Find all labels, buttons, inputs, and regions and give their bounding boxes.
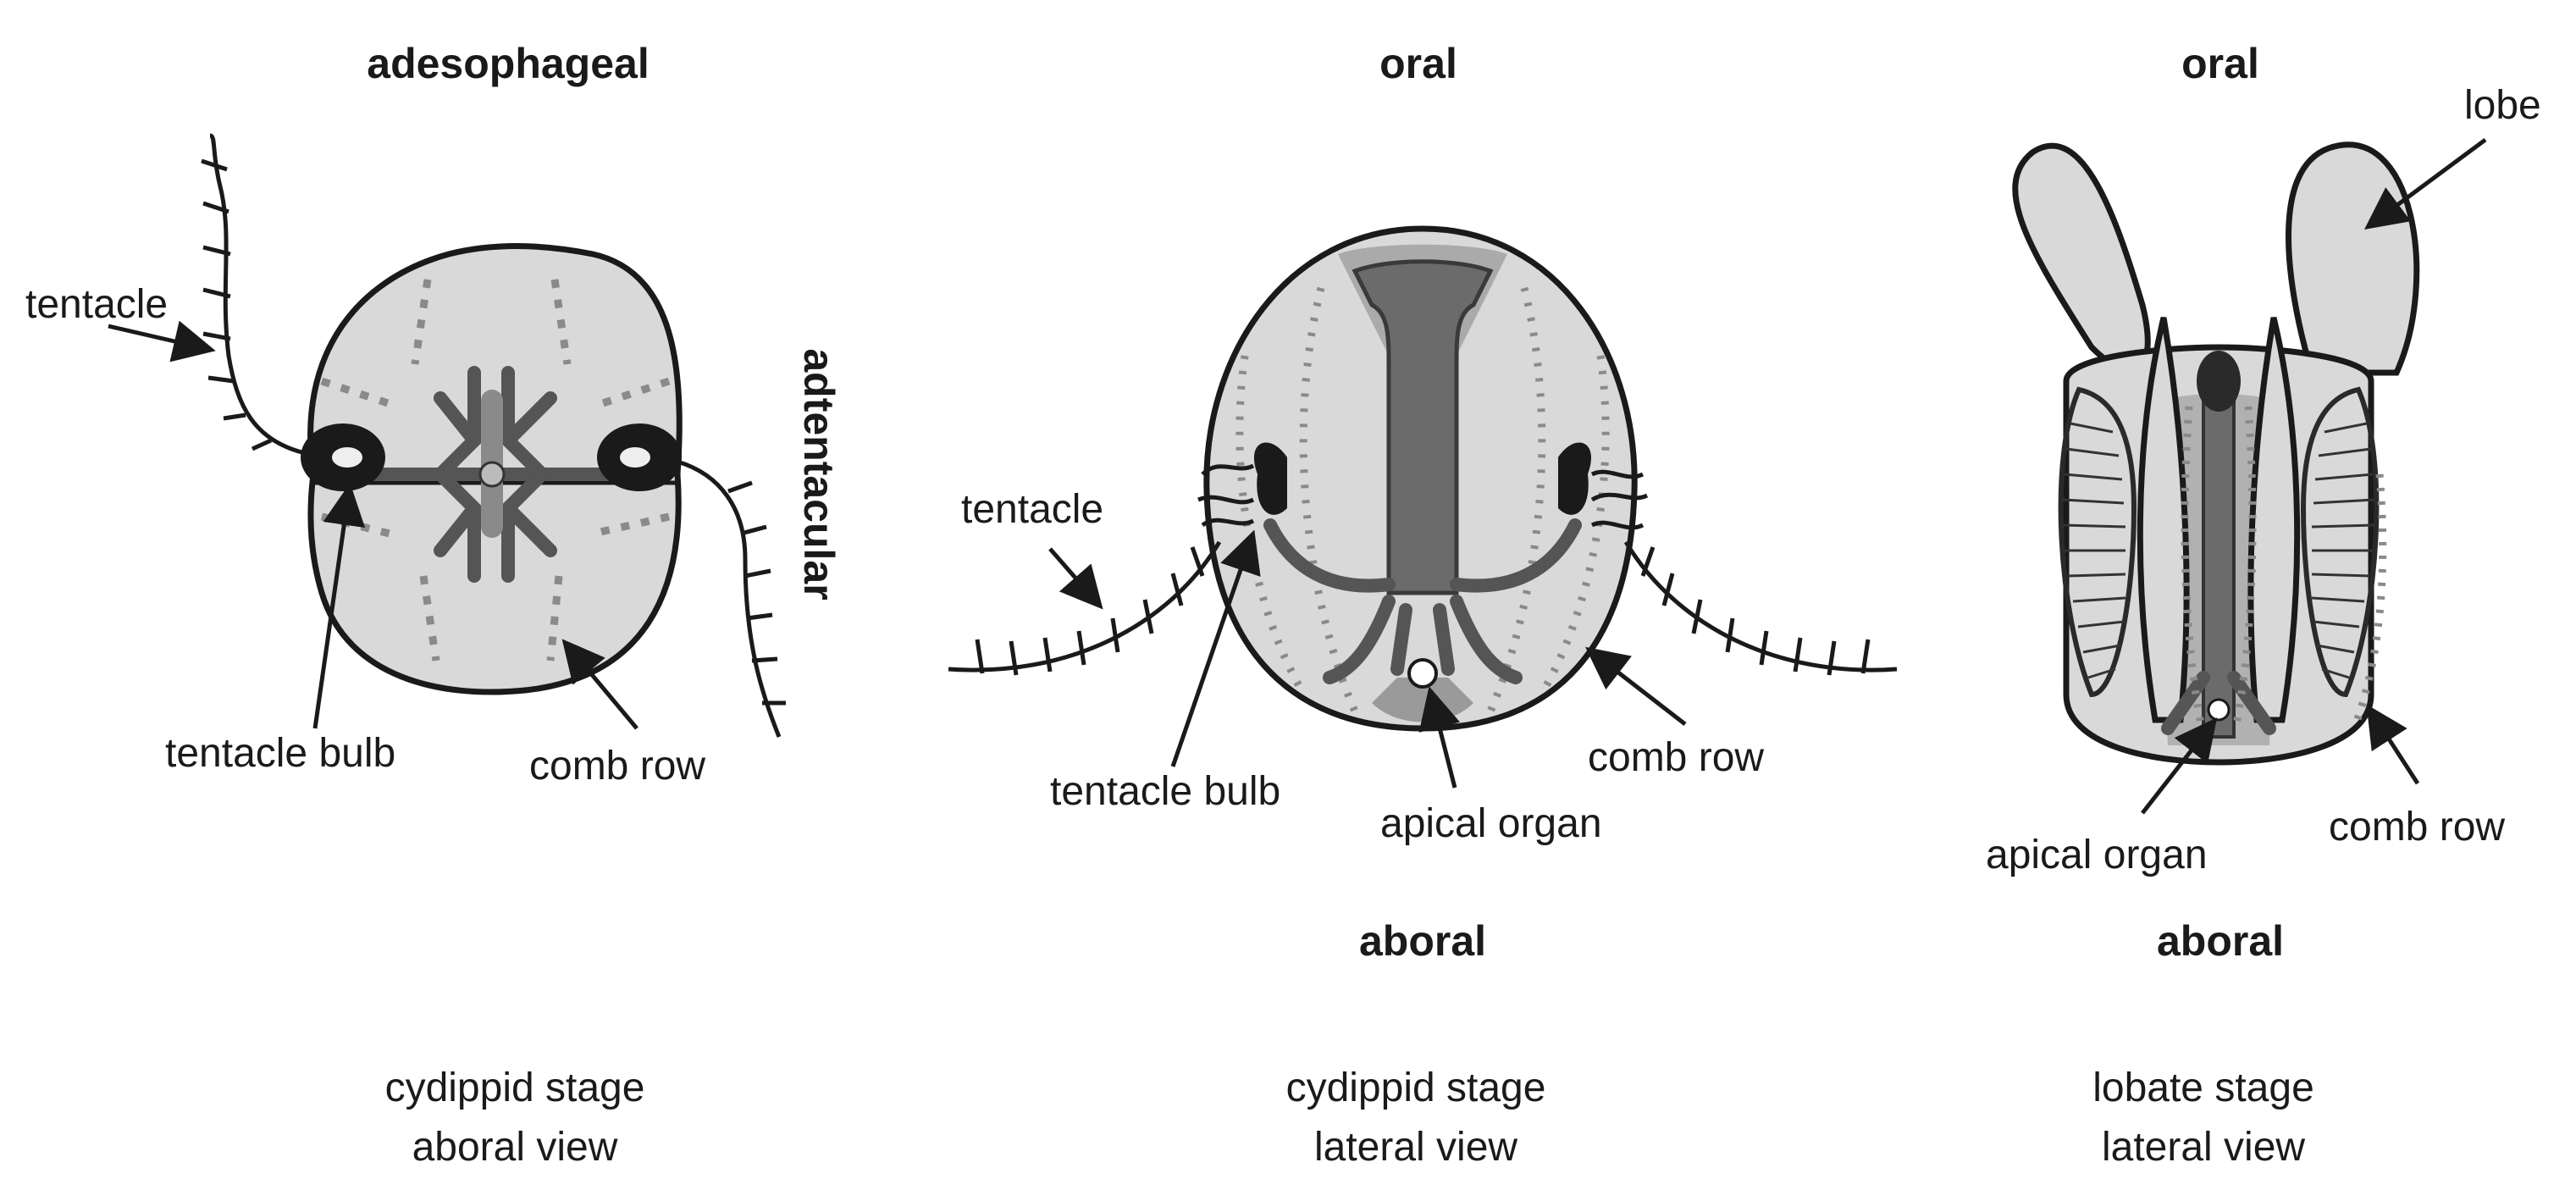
arrow-lobe xyxy=(2363,137,2487,230)
gastrovascular-canals xyxy=(2161,351,2276,739)
tentacle-right xyxy=(677,459,782,738)
comb-rows xyxy=(320,279,671,661)
tentacle-sheath-left xyxy=(1197,463,1255,528)
lobe-right xyxy=(2286,141,2420,376)
arrow-comb-row xyxy=(561,639,638,730)
panel-lobate-lateral: oral aboral xyxy=(1986,40,2541,1170)
caption-line-2: lateral view xyxy=(2102,1125,2305,1170)
callout-tentacle: tentacle xyxy=(25,282,168,327)
callout-apical-organ: apical organ xyxy=(1380,801,1602,846)
auricle-left xyxy=(2058,386,2137,698)
callout-comb-row: comb row xyxy=(529,744,705,789)
axis-label-oral: oral xyxy=(1379,40,1457,87)
arrow-tentacle-bulb xyxy=(1170,529,1261,767)
arrow-comb-row xyxy=(1585,646,1687,726)
caption-line-1: cydippid stage xyxy=(385,1065,645,1110)
tentacle-right xyxy=(1623,540,1898,672)
caption-line-1: cydippid stage xyxy=(1286,1065,1546,1110)
arrow-tentacle xyxy=(1048,547,1103,610)
tentacle-left xyxy=(948,540,1222,672)
axis-label-oral: oral xyxy=(2181,40,2259,87)
tentacle-bulb-right xyxy=(1558,442,1592,515)
arrow-comb-row xyxy=(2366,704,2420,785)
arrow-apical-organ xyxy=(1418,686,1461,789)
gastrovascular-canals xyxy=(349,366,650,583)
gastrovascular-canals xyxy=(1263,259,1582,689)
caption-line-1: lobate stage xyxy=(2092,1065,2314,1110)
panel-cydippid-lateral: oral aboral xyxy=(948,40,1898,1170)
caption-line-2: aboral view xyxy=(412,1125,618,1170)
lobe-left xyxy=(2012,142,2151,374)
axis-label-aboral: aboral xyxy=(2157,917,2284,965)
callout-tentacle-bulb: tentacle bulb xyxy=(165,731,395,776)
tentacle-left-filaments xyxy=(975,546,1205,676)
comb-rows xyxy=(2181,406,2387,730)
inner-lobe-left xyxy=(2137,317,2190,723)
callout-tentacle: tentacle xyxy=(961,487,1103,532)
arrow-tentacle xyxy=(108,320,216,363)
inner-lobe-right xyxy=(2247,317,2301,723)
comb-rows xyxy=(1235,286,1610,713)
tentacle-bulb-left xyxy=(1253,442,1287,515)
axis-label-aboral: aboral xyxy=(1359,917,1486,965)
callout-apical-organ: apical organ xyxy=(1986,833,2208,877)
tentacle-left xyxy=(209,133,306,456)
callout-lobe: lobe xyxy=(2464,83,2541,128)
tentacle-right-filaments xyxy=(1640,546,1871,676)
panel-cydippid-aboral: adesophageal adtentacular xyxy=(25,40,843,1170)
callout-comb-row: comb row xyxy=(2329,805,2505,850)
callout-comb-row: comb row xyxy=(1588,735,1764,780)
axis-label-adesophageal: adesophageal xyxy=(367,40,649,87)
arrow-apical-organ xyxy=(2141,717,2218,815)
tentacle-right-filaments xyxy=(727,480,786,706)
auricle-right xyxy=(2300,386,2380,698)
callout-tentacle-bulb: tentacle bulb xyxy=(1050,769,1280,814)
tentacle-sheath-right xyxy=(1590,469,1649,530)
axis-label-adtentacular: adtentacular xyxy=(795,348,843,600)
caption-line-2: lateral view xyxy=(1314,1125,1517,1170)
tentacle-left-filaments xyxy=(201,158,273,451)
arrow-tentacle-bulb xyxy=(312,483,366,729)
